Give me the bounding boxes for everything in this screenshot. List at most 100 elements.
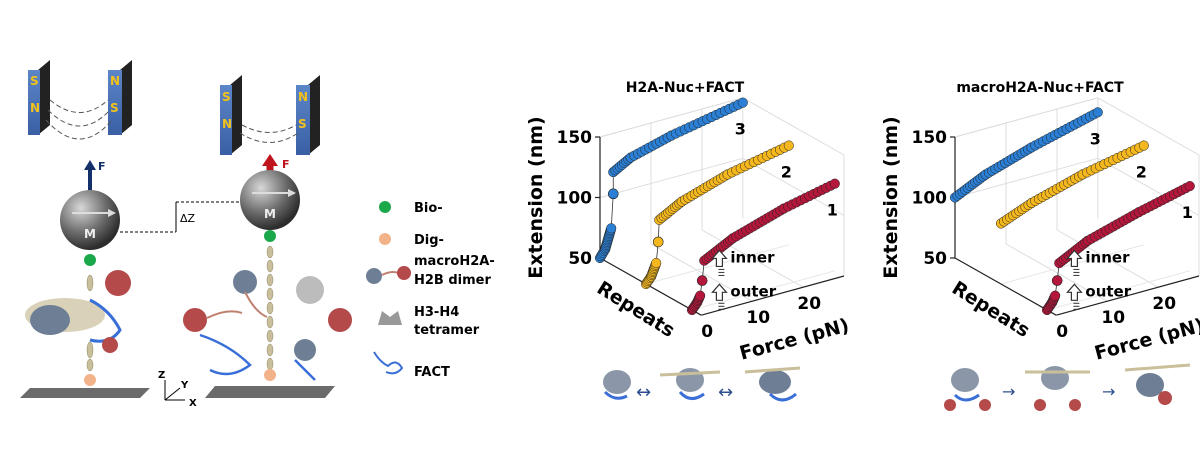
- x-tick-label: 10: [1101, 308, 1125, 328]
- repeats-axis: [599, 257, 702, 316]
- series-3: 3: [594, 97, 748, 264]
- up-arrow-icon: [711, 249, 728, 268]
- annotation-label: outer: [730, 282, 776, 300]
- dna-bead: [266, 301, 274, 315]
- annotation-label: inner: [730, 248, 775, 266]
- arrow-right-icon: →: [1102, 382, 1115, 401]
- magnetic-bead-left: F M ΔZ: [20, 160, 240, 398]
- dna-bead: [266, 343, 274, 357]
- legend-fact: FACT: [414, 365, 450, 380]
- structure-transitions-left: ↔ ↔: [603, 366, 801, 403]
- series-3: 3: [949, 107, 1103, 203]
- magnetic-bead-right: F M: [183, 154, 352, 398]
- axis-y-label: Y: [180, 380, 189, 391]
- pole-n: N: [110, 74, 120, 88]
- y-tick-label: 150: [557, 128, 593, 148]
- series-label: 3: [1090, 129, 1101, 148]
- gridline: [1097, 97, 1200, 156]
- gridline: [650, 243, 753, 302]
- gridline: [1097, 157, 1200, 216]
- y-tick-label: 50: [568, 249, 592, 269]
- legend: Bio- Dig- macroH2A- H2B dimer H3-H4 tetr…: [366, 201, 495, 380]
- y-tick-label: 100: [557, 189, 593, 209]
- series-label: 2: [781, 163, 792, 182]
- gridline: [599, 157, 743, 198]
- chart-title: macroH2A-Nuc+FACT: [956, 80, 1124, 96]
- gridline: [1046, 270, 1190, 311]
- magnet-pair-right: S N N S: [220, 75, 320, 155]
- dna-bead: [266, 287, 274, 301]
- delta-z-label: ΔZ: [180, 212, 196, 225]
- y-axis-label: Extension (nm): [880, 116, 902, 278]
- chart-title: H2A-Nuc+FACT: [626, 80, 745, 96]
- dna-bead: [266, 259, 274, 273]
- up-arrow-icon: [1066, 249, 1083, 268]
- data-point: [607, 188, 619, 200]
- outer-annotation: outer: [1066, 282, 1132, 310]
- force-axis: [1056, 275, 1200, 316]
- fact-icon: [373, 351, 404, 375]
- legend-dimer-2: H2B dimer: [414, 273, 491, 288]
- pole-s: S: [222, 90, 231, 104]
- legend-tetramer-2: tetramer: [414, 323, 480, 338]
- force-axis: [701, 275, 845, 316]
- data-point: [1138, 140, 1149, 151]
- inner-annotation: inner: [1066, 248, 1130, 276]
- pole-s: S: [298, 117, 307, 131]
- up-arrow-icon: [711, 283, 728, 301]
- tetramer-icon: [378, 311, 402, 325]
- pole-n: N: [222, 117, 232, 131]
- gridline: [742, 97, 845, 156]
- structure-cartoon: [1025, 366, 1090, 411]
- series-label: 2: [1136, 163, 1147, 182]
- gridline: [742, 157, 845, 216]
- data-point: [606, 223, 617, 234]
- structure-cartoon: [659, 368, 721, 400]
- axis-x-label: X: [189, 398, 197, 409]
- x-tick-label: 0: [1056, 322, 1068, 342]
- inner-annotation: inner: [711, 248, 775, 276]
- dna-bead: [266, 273, 274, 287]
- axis-z-label: Z: [158, 370, 165, 381]
- legend-bio: Bio-: [414, 201, 443, 216]
- dna-bead: [266, 329, 274, 343]
- reversible-arrow-icon: ↔: [636, 382, 651, 403]
- data-point: [1184, 181, 1195, 192]
- y-tick-label: 150: [912, 128, 948, 148]
- gridline: [1056, 229, 1159, 288]
- repeats-label: Repeats: [948, 277, 1034, 342]
- force-label: F: [282, 158, 290, 171]
- annotation-label: outer: [1085, 282, 1131, 300]
- reversible-arrow-icon: ↔: [718, 382, 733, 403]
- gridline: [954, 97, 1098, 138]
- data-point: [829, 178, 840, 189]
- digoxigenin-marker-icon: [379, 233, 391, 245]
- magnet-pair-left: S N N S: [28, 60, 132, 140]
- gridline: [1005, 243, 1108, 302]
- outer-annotation: outer: [711, 282, 777, 310]
- y-tick-label: 100: [912, 189, 948, 209]
- dimer-icon: [366, 268, 382, 284]
- gridline: [954, 157, 1098, 198]
- data-point: [696, 275, 708, 286]
- series-1: 1: [1041, 181, 1195, 316]
- gridline: [599, 97, 743, 138]
- data-point: [1051, 275, 1063, 286]
- bead-label: M: [264, 207, 276, 221]
- x-tick-label: 10: [746, 308, 770, 328]
- x-tick-label: 20: [797, 294, 821, 314]
- x-tick-label: 20: [1152, 294, 1176, 314]
- legend-tetramer: H3-H4: [414, 305, 459, 320]
- legend-dig: Dig-: [414, 233, 444, 248]
- x-tick-label: 0: [701, 322, 713, 342]
- series-label: 3: [735, 120, 746, 139]
- annotation-label: inner: [1085, 248, 1130, 266]
- data-point: [1050, 290, 1061, 301]
- series-label: 1: [1182, 203, 1193, 222]
- data-point: [652, 236, 664, 248]
- y-tick-label: 50: [923, 249, 947, 269]
- structure-transitions-right: → →: [944, 363, 1191, 411]
